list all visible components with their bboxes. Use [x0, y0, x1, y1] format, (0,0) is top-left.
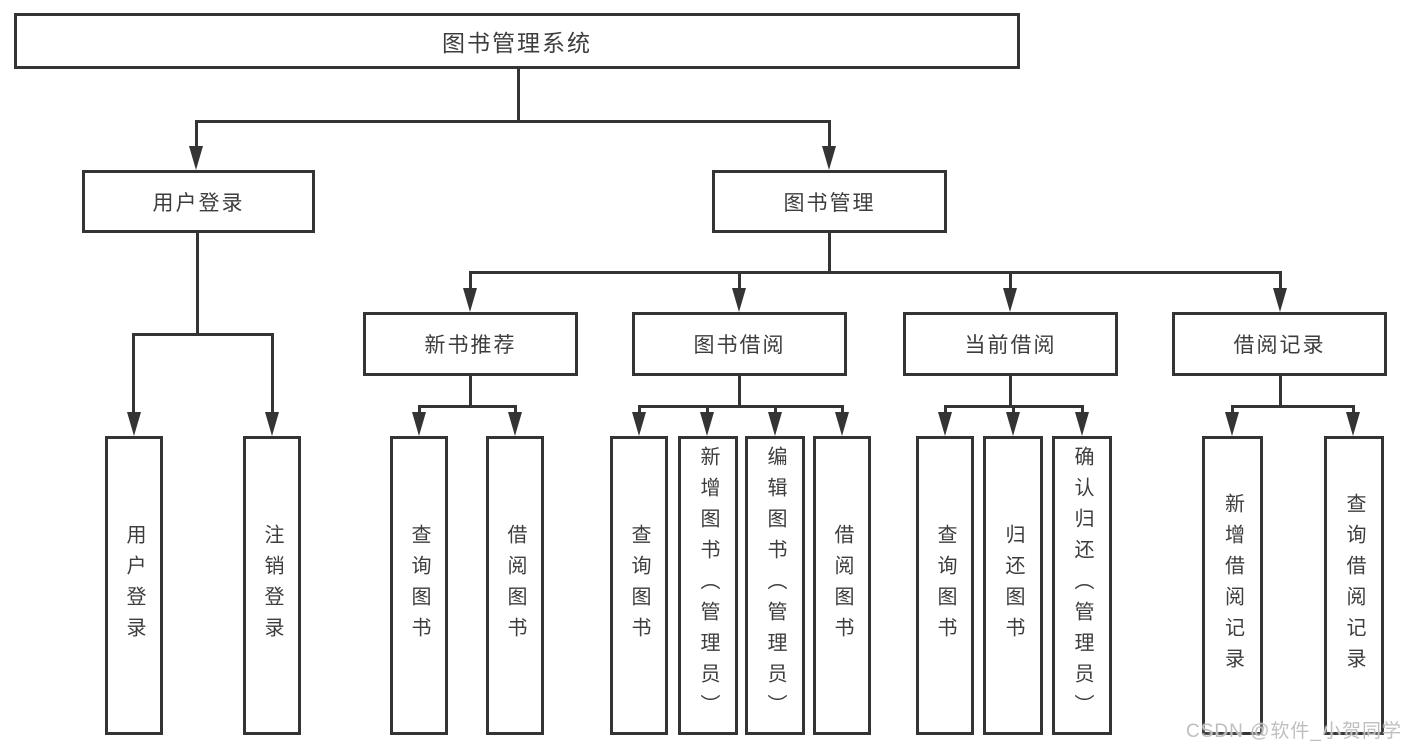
- connector-drop-add-borrow-record: [1231, 407, 1234, 415]
- node-leaf-borrow-books-2: 借阅图书: [813, 436, 871, 735]
- connector-book-borrow-splitter: [638, 405, 844, 408]
- node-user-login: 用户登录: [82, 170, 315, 233]
- arrow-down-book-mgmt: [822, 146, 836, 170]
- arrow-down-logout: [265, 412, 279, 436]
- connector-borrow-records-splitter: [1231, 405, 1355, 408]
- node-leaf-logout: 注销登录: [243, 436, 301, 735]
- node-book-borrow-label: 图书借阅: [693, 334, 786, 357]
- node-leaf-confirm-return-admin-label: 确认归还（管理员）: [1071, 446, 1093, 725]
- connector-drop-book-mgmt: [828, 122, 831, 150]
- connector-book-mgmt-splitter: [469, 271, 1282, 274]
- connector-root-splitter: [195, 120, 831, 123]
- node-leaf-query-borrow-record: 查询借阅记录: [1324, 436, 1384, 735]
- connector-drop-return-books: [1012, 407, 1015, 415]
- arrow-down-new-book-recommend: [463, 288, 477, 312]
- node-leaf-logout-label: 注销登录: [261, 523, 283, 648]
- node-leaf-user-login-label: 用户登录: [123, 523, 145, 648]
- node-new-book-recommend-label: 新书推荐: [424, 334, 517, 357]
- node-leaf-confirm-return-admin: 确认归还（管理员）: [1052, 436, 1112, 735]
- arrow-down-book-borrow: [732, 288, 746, 312]
- node-leaf-query-books-3-label: 查询图书: [934, 523, 956, 648]
- arrow-down-borrow-books-2: [835, 412, 849, 436]
- connector-drop-add-books-admin: [706, 407, 709, 415]
- arrow-down-borrow-books-1: [508, 412, 522, 436]
- node-leaf-query-borrow-record-label: 查询借阅记录: [1343, 492, 1365, 679]
- node-leaf-edit-books-admin-label: 编辑图书（管理员）: [764, 446, 786, 725]
- node-leaf-borrow-books-2-label: 借阅图书: [831, 523, 853, 648]
- node-leaf-add-borrow-record-label: 新增借阅记录: [1221, 492, 1244, 679]
- connector-current-borrow-splitter: [944, 405, 1084, 408]
- arrow-down-query-books-3: [938, 412, 952, 436]
- connector-drop-query-books-2: [638, 407, 641, 415]
- node-leaf-add-borrow-record: 新增借阅记录: [1202, 436, 1263, 735]
- arrow-down-add-borrow-record: [1225, 412, 1239, 436]
- connector-drop-new-book-recommend: [469, 273, 472, 290]
- connector-drop-confirm-return-admin: [1081, 407, 1084, 415]
- arrow-down-user-login: [189, 146, 203, 170]
- node-borrow-records-label: 借阅记录: [1233, 334, 1326, 357]
- watermark: CSDN @软件_小贺同学: [1186, 721, 1402, 742]
- connector-drop-logout: [271, 335, 274, 414]
- connector-root-trunk: [517, 68, 520, 123]
- connector-user-login-trunk: [196, 232, 199, 336]
- node-leaf-query-books-3: 查询图书: [916, 436, 974, 735]
- node-root: 图书管理系统: [14, 13, 1020, 69]
- node-leaf-user-login: 用户登录: [105, 436, 163, 735]
- connector-drop-query-books-3: [944, 407, 947, 415]
- arrow-down-query-books-1: [412, 412, 426, 436]
- node-book-mgmt-label: 图书管理: [783, 191, 876, 215]
- node-leaf-add-books-admin: 新增图书（管理员）: [678, 436, 738, 735]
- node-new-book-recommend: 新书推荐: [363, 312, 578, 376]
- node-leaf-query-books-1: 查询图书: [390, 436, 448, 735]
- connector-drop-current-borrow: [1009, 273, 1012, 290]
- connector-drop-query-books-1: [418, 407, 421, 415]
- connector-borrow-records-trunk: [1279, 375, 1282, 408]
- connector-drop-query-borrow-record: [1352, 407, 1355, 415]
- connector-drop-edit-books-admin: [774, 407, 777, 415]
- node-leaf-return-books: 归还图书: [983, 436, 1043, 735]
- arrow-down-return-books: [1006, 412, 1020, 436]
- arrow-down-query-books-2: [632, 412, 646, 436]
- connector-user-login-splitter: [132, 333, 274, 336]
- node-leaf-borrow-books-1-label: 借阅图书: [504, 523, 526, 648]
- arrow-down-user-login-leaf: [127, 412, 141, 436]
- connector-drop-user-login-leaf: [132, 335, 135, 414]
- arrow-down-confirm-return-admin: [1075, 412, 1089, 436]
- connector-book-mgmt-trunk: [828, 232, 831, 274]
- node-root-label: 图书管理系统: [442, 30, 592, 56]
- arrow-down-add-books-admin: [700, 412, 714, 436]
- node-current-borrow-label: 当前借阅: [964, 334, 1057, 357]
- connector-new-book-recommend-splitter: [418, 405, 517, 408]
- node-leaf-borrow-books-1: 借阅图书: [486, 436, 544, 735]
- connector-drop-user-login: [195, 122, 198, 150]
- connector-drop-book-borrow: [738, 273, 741, 290]
- connector-current-borrow-trunk: [1009, 375, 1012, 408]
- connector-drop-borrow-books-2: [841, 407, 844, 415]
- arrow-down-query-borrow-record: [1346, 412, 1360, 436]
- node-leaf-query-books-2-label: 查询图书: [628, 523, 650, 648]
- node-leaf-edit-books-admin: 编辑图书（管理员）: [745, 436, 805, 735]
- connector-drop-borrow-records: [1279, 273, 1282, 290]
- connector-new-book-recommend-trunk: [469, 375, 472, 408]
- arrow-down-current-borrow: [1003, 288, 1017, 312]
- node-book-borrow: 图书借阅: [632, 312, 847, 376]
- node-book-mgmt: 图书管理: [712, 170, 947, 233]
- node-current-borrow: 当前借阅: [903, 312, 1118, 376]
- node-borrow-records: 借阅记录: [1172, 312, 1387, 376]
- node-leaf-query-books-2: 查询图书: [610, 436, 668, 735]
- connector-book-borrow-trunk: [738, 375, 741, 408]
- node-leaf-query-books-1-label: 查询图书: [408, 523, 430, 648]
- node-leaf-return-books-label: 归还图书: [1002, 523, 1024, 648]
- arrow-down-borrow-records: [1273, 288, 1287, 312]
- node-user-login-label: 用户登录: [152, 191, 245, 215]
- connector-drop-borrow-books-1: [514, 407, 517, 415]
- arrow-down-edit-books-admin: [768, 412, 782, 436]
- node-leaf-add-books-admin-label: 新增图书（管理员）: [697, 446, 719, 725]
